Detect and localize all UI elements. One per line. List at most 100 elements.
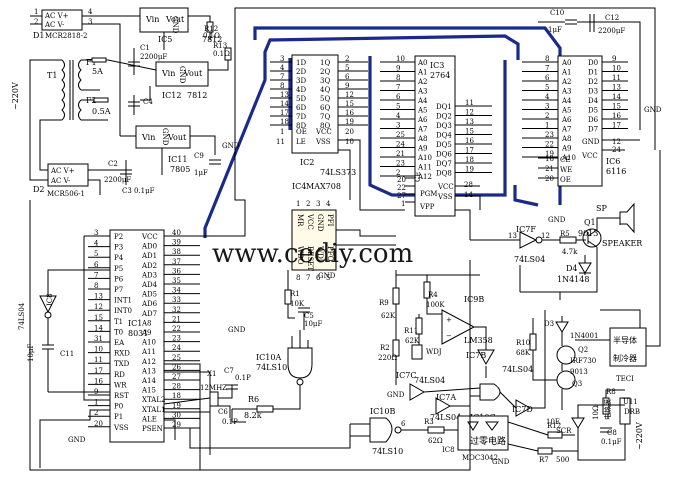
u11-ref: U11 xyxy=(623,398,638,406)
c9-ref: C9 xyxy=(194,152,204,160)
gnd-tag-8: GND xyxy=(548,216,566,224)
inverter-ic7a xyxy=(435,397,452,415)
sram-data-label: D7 xyxy=(588,126,598,134)
mcu-left-pins: P23P34P45P56P67P78INT113INT012T115T014EA… xyxy=(88,229,132,432)
optocoupler-part: MOC3042 xyxy=(462,454,498,462)
supervisor-pin-number: 1 xyxy=(296,200,300,208)
r9-ref: R9 xyxy=(379,299,389,307)
ic11-part: 7805 xyxy=(170,165,190,174)
sram-address-pin-number: 4 xyxy=(545,93,550,101)
sram-data-label: D3 xyxy=(588,88,598,96)
mcu-left-label: P0 xyxy=(114,403,123,411)
mcu-right-pin-number: 21 xyxy=(172,315,181,323)
supervisor-pin-number: 6 xyxy=(316,274,321,282)
r2-ref: R2 xyxy=(380,344,390,352)
sram-address-label: A6 xyxy=(561,116,572,124)
fuse-f2 xyxy=(93,97,109,103)
sram-address-pin-number: 8 xyxy=(545,55,549,63)
supervisor-pin-label: MR xyxy=(296,214,304,227)
mcu-right-label: A13 xyxy=(141,367,156,375)
r1-val: 10K xyxy=(290,300,305,308)
speaker-driver: IC7F 74LS04 13 12 R5 4.7k Q1 9013 SP SPE… xyxy=(470,202,643,293)
ic7f-ref: IC7F xyxy=(516,225,536,234)
mcu-left-label: EA xyxy=(114,339,125,347)
latch-input-pin-number: 17 xyxy=(280,109,289,117)
sram-address-label: A2 xyxy=(561,78,572,86)
gnd-tag-5: GND xyxy=(492,458,510,466)
x1-ref: X1 xyxy=(207,370,216,378)
latch-ref: IC2 xyxy=(300,158,314,167)
crystal-x1 xyxy=(209,391,219,407)
x1-freq: 12MHZ xyxy=(200,384,227,392)
eprom-data-pin-number: 18 xyxy=(465,156,474,164)
heater-label: 电热膜 xyxy=(603,399,612,420)
sram-we: WE xyxy=(560,166,572,174)
sram-pin-18: 18 xyxy=(545,155,554,163)
f2-ref: F2 xyxy=(86,96,97,105)
sram-address-label: A8 xyxy=(561,135,572,143)
eprom-address-pin-number: 23 xyxy=(396,160,405,168)
sram-address-label: A4 xyxy=(561,97,572,105)
drb-label: DRB xyxy=(624,408,640,416)
sram-data-label: D2 xyxy=(588,78,598,86)
ic12-vout: Vout xyxy=(183,69,203,78)
eprom-data-label: DQ5 xyxy=(436,141,452,149)
ic12-ref: IC12 xyxy=(162,91,181,100)
bridge-d2 xyxy=(47,163,89,187)
speaker-ref: SP xyxy=(596,204,607,213)
mcu-right-label: AD6 xyxy=(141,300,158,308)
eprom-address-pin-number: 5 xyxy=(396,103,400,111)
sram-address-pin-number: 2 xyxy=(545,112,549,120)
fuse-f1 xyxy=(91,57,107,63)
opamp-plus: + xyxy=(446,316,452,324)
r2-val: 220Ω xyxy=(378,354,397,362)
c10-val: 1μF xyxy=(548,26,562,34)
latch-vcc-pin: 20 xyxy=(345,128,354,136)
latch-input-pin-number: 4 xyxy=(280,64,285,72)
r11-val: 62K xyxy=(405,337,420,345)
ic7d-ref: IC7D xyxy=(512,405,533,414)
gnd-tag-7: GND xyxy=(644,106,662,114)
c7-ref: C7 xyxy=(224,367,234,375)
eprom-address-label: A4 xyxy=(417,97,428,105)
f2-rating: 0.5A xyxy=(92,107,111,116)
mcu-left-label: T0 xyxy=(114,328,123,336)
sram-address-pin-number: 22 xyxy=(545,141,554,149)
reset-circuit: R1 10K C5 10μF IC10A 74LS10 C11 10μF 74L… xyxy=(18,269,322,395)
r5-ref: R5 xyxy=(560,230,570,238)
sram-address-pin-number: 19 xyxy=(545,150,554,158)
mcu-left-pin-number: 16 xyxy=(94,377,103,385)
ic7a-ref: IC7A xyxy=(436,393,456,402)
latch-input-label: 7D xyxy=(296,113,306,121)
eprom-address-label: A11 xyxy=(417,164,432,172)
sram-address-label: A10 xyxy=(561,154,576,162)
latch-output-pin-number: 12 xyxy=(345,91,354,99)
d2-part: MCR506-1 xyxy=(47,190,85,198)
latch-input-pin-number: 8 xyxy=(280,82,284,90)
supervisor-pin-number: 3 xyxy=(316,200,320,208)
nand-ic10a xyxy=(287,347,313,379)
supervisor-pin-label: WDI xyxy=(316,246,324,262)
latch-input-label: 2D xyxy=(296,68,306,76)
mcu-left-pin-number: 1 xyxy=(94,399,98,407)
mcu-right-label: XTAL1 xyxy=(142,406,165,414)
latch-input-pin-number: 3 xyxy=(280,55,284,63)
mcu-right-label: AD1 xyxy=(141,252,157,260)
sram-data-label: D5 xyxy=(588,107,598,115)
ic11-vin: Vin xyxy=(141,133,155,142)
mcu-right-pin-number: 24 xyxy=(172,344,181,352)
c12-val: 2200μF xyxy=(598,27,625,35)
mcu-right-label: AD4 xyxy=(141,281,158,289)
ic9b-ref: IC9B xyxy=(464,295,484,304)
r7-ref: R7 xyxy=(539,456,549,464)
teci-label: TECI xyxy=(616,375,634,383)
latch-vss: VSS xyxy=(315,138,331,146)
mcu-left-pin-number: 20 xyxy=(94,420,103,428)
r13-ref: R13 xyxy=(213,42,227,50)
latch-output-label: 6Q xyxy=(320,104,330,112)
